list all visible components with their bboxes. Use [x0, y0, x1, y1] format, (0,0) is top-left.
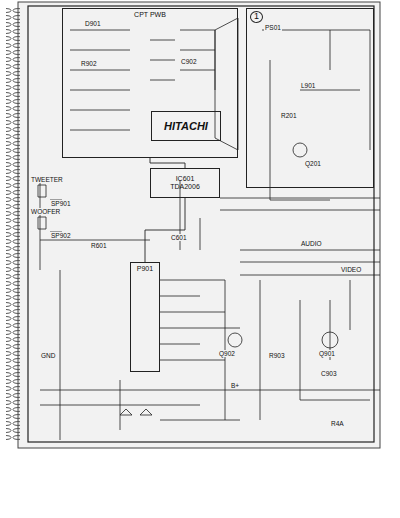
part-label: L901 — [300, 82, 316, 89]
part-label: SP901 — [50, 200, 72, 207]
wire-connector — [150, 158, 185, 168]
node-label: HITACHI — [164, 120, 208, 132]
part-label: Q901 — [318, 350, 336, 357]
part-label: Q902 — [218, 350, 236, 357]
part-label: R201 — [280, 112, 298, 119]
part-label: SP902 — [50, 232, 72, 239]
part-label: PS01 — [264, 24, 282, 31]
node-label: IC601 — [176, 175, 195, 183]
part-label: VIDEO — [340, 266, 362, 273]
pwb-board: CPT PWB HITACHI — [62, 8, 238, 158]
node-label: TDA2006 — [170, 183, 200, 191]
part-label: AUDIO — [300, 240, 323, 247]
part-label: R4A — [330, 420, 345, 427]
part-label: C902 — [180, 58, 198, 65]
brand-box: HITACHI — [151, 111, 221, 141]
part-label: Q201 — [304, 160, 322, 167]
part-label: GND — [40, 352, 56, 359]
connector-block: P901 — [130, 262, 160, 372]
part-label: B+ — [230, 382, 240, 389]
part-label: WOOFER — [30, 208, 61, 215]
part-label: C601 — [170, 234, 188, 241]
node-label: P901 — [137, 265, 153, 273]
ic-box: IC601TDA2006 — [150, 168, 220, 198]
part-label: TWEETER — [30, 176, 64, 183]
node-label: 1 — [250, 11, 263, 23]
wire-connector — [145, 198, 185, 262]
part-label: R902 — [80, 60, 98, 67]
part-label: C903 — [320, 370, 338, 377]
part-label: D901 — [84, 20, 102, 27]
part-label: R601 — [90, 242, 108, 249]
node-label: CPT PWB — [134, 11, 166, 19]
part-label: R903 — [268, 352, 286, 359]
